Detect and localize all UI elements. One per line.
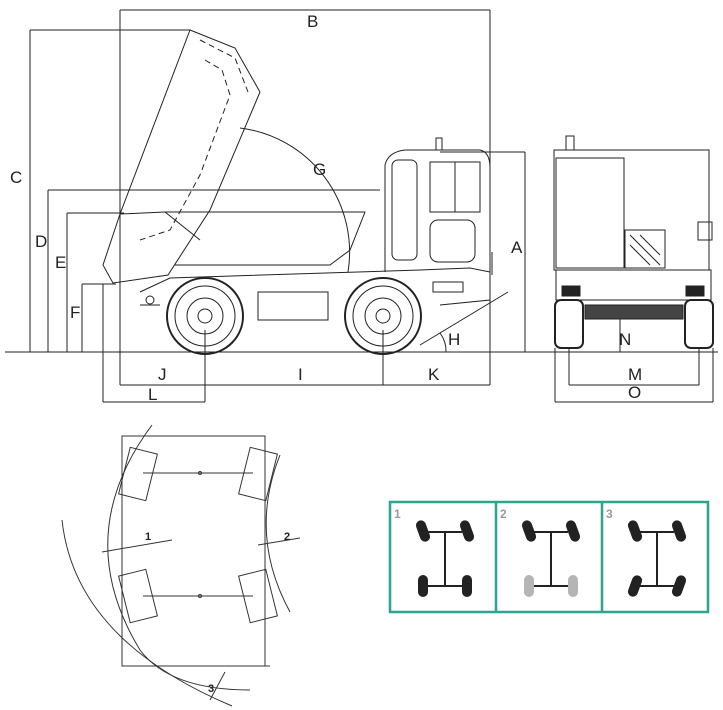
dim-label-j: J bbox=[158, 365, 167, 384]
dim-label-d: D bbox=[35, 232, 47, 251]
dim-label-c: C bbox=[10, 168, 22, 187]
hitch-pin bbox=[145, 295, 155, 305]
radius-leader-2 bbox=[257, 537, 301, 546]
dim-label-g: G bbox=[313, 160, 326, 179]
dim-label-a: A bbox=[511, 238, 523, 257]
turning-radius-inner bbox=[265, 454, 291, 613]
dim-label-l: L bbox=[148, 385, 157, 404]
rear-wheel bbox=[344, 277, 422, 355]
dump-body-lowered bbox=[119, 211, 366, 266]
dim-label-e: E bbox=[55, 253, 66, 272]
steering-mode-panel-2 bbox=[521, 520, 581, 597]
turning-label-1: 1 bbox=[145, 531, 151, 543]
axle-center-rear bbox=[198, 594, 202, 598]
cab-door bbox=[391, 159, 418, 261]
radius-leader-1 bbox=[101, 539, 173, 553]
radius-leader-3 bbox=[209, 671, 226, 701]
side-view bbox=[5, 9, 712, 403]
tail-light-right bbox=[685, 285, 705, 297]
dim-label-f: F bbox=[70, 303, 80, 322]
steering-mode-panel-1 bbox=[415, 520, 475, 597]
cab-window-lower bbox=[429, 219, 476, 263]
dim-label-i: I bbox=[298, 365, 303, 384]
vehicle-outline-top bbox=[121, 435, 266, 667]
rear-axle bbox=[584, 304, 684, 320]
steering-mode-number-2: 2 bbox=[500, 507, 507, 521]
rear-tire-right bbox=[684, 299, 714, 349]
dim-label-k: K bbox=[428, 365, 440, 384]
rear-cab-panel bbox=[555, 157, 625, 269]
body-seam bbox=[164, 211, 201, 241]
turning-diagram bbox=[61, 424, 301, 707]
rear-beacon bbox=[565, 135, 575, 151]
rear-tire-left bbox=[554, 299, 584, 349]
dump-angle-arc bbox=[239, 127, 351, 273]
dump-body-raised bbox=[102, 29, 261, 284]
steering-modes-frame bbox=[388, 500, 710, 614]
vent-hatch-2 bbox=[639, 234, 661, 256]
fuel-tank bbox=[257, 291, 329, 321]
dim-label-n: N bbox=[619, 330, 631, 349]
mirror bbox=[697, 221, 713, 241]
engine-cover bbox=[624, 229, 666, 269]
turning-label-3: 3 bbox=[208, 683, 214, 695]
steering-modes bbox=[388, 500, 710, 614]
dim-label-m: M bbox=[628, 365, 642, 384]
chassis bbox=[139, 267, 491, 306]
step bbox=[432, 281, 464, 293]
front-wheel bbox=[166, 277, 244, 355]
dim-label-h: H bbox=[448, 330, 460, 349]
axle-center-front bbox=[198, 471, 202, 475]
rear-cab-outline bbox=[553, 149, 710, 271]
departure-angle-line bbox=[419, 291, 509, 346]
rear-body bbox=[555, 269, 712, 301]
dim-label-b: B bbox=[307, 12, 318, 31]
vent-hatch-3 bbox=[629, 244, 651, 266]
rear-view bbox=[540, 135, 718, 403]
cab bbox=[384, 149, 491, 272]
body-hidden-line-outer bbox=[199, 39, 249, 93]
turning-label-2: 2 bbox=[284, 531, 290, 543]
tail-light-left bbox=[561, 285, 581, 297]
steering-mode-number-1: 1 bbox=[394, 507, 401, 521]
wheel-rear-left bbox=[118, 568, 158, 624]
turning-radius-outer bbox=[61, 519, 233, 707]
steering-mode-number-3: 3 bbox=[606, 507, 613, 521]
vent-hatch-1 bbox=[629, 234, 661, 266]
steering-mode-panel-3 bbox=[627, 520, 687, 597]
wheel-front-right bbox=[238, 446, 278, 502]
turning-radius-inner-outer bbox=[107, 424, 251, 691]
beacon-light bbox=[435, 137, 443, 151]
wheel-rear-right bbox=[238, 568, 278, 624]
dim-label-o: O bbox=[628, 383, 641, 402]
departure-angle-arc bbox=[439, 332, 447, 353]
wheel-front-left bbox=[118, 446, 158, 502]
